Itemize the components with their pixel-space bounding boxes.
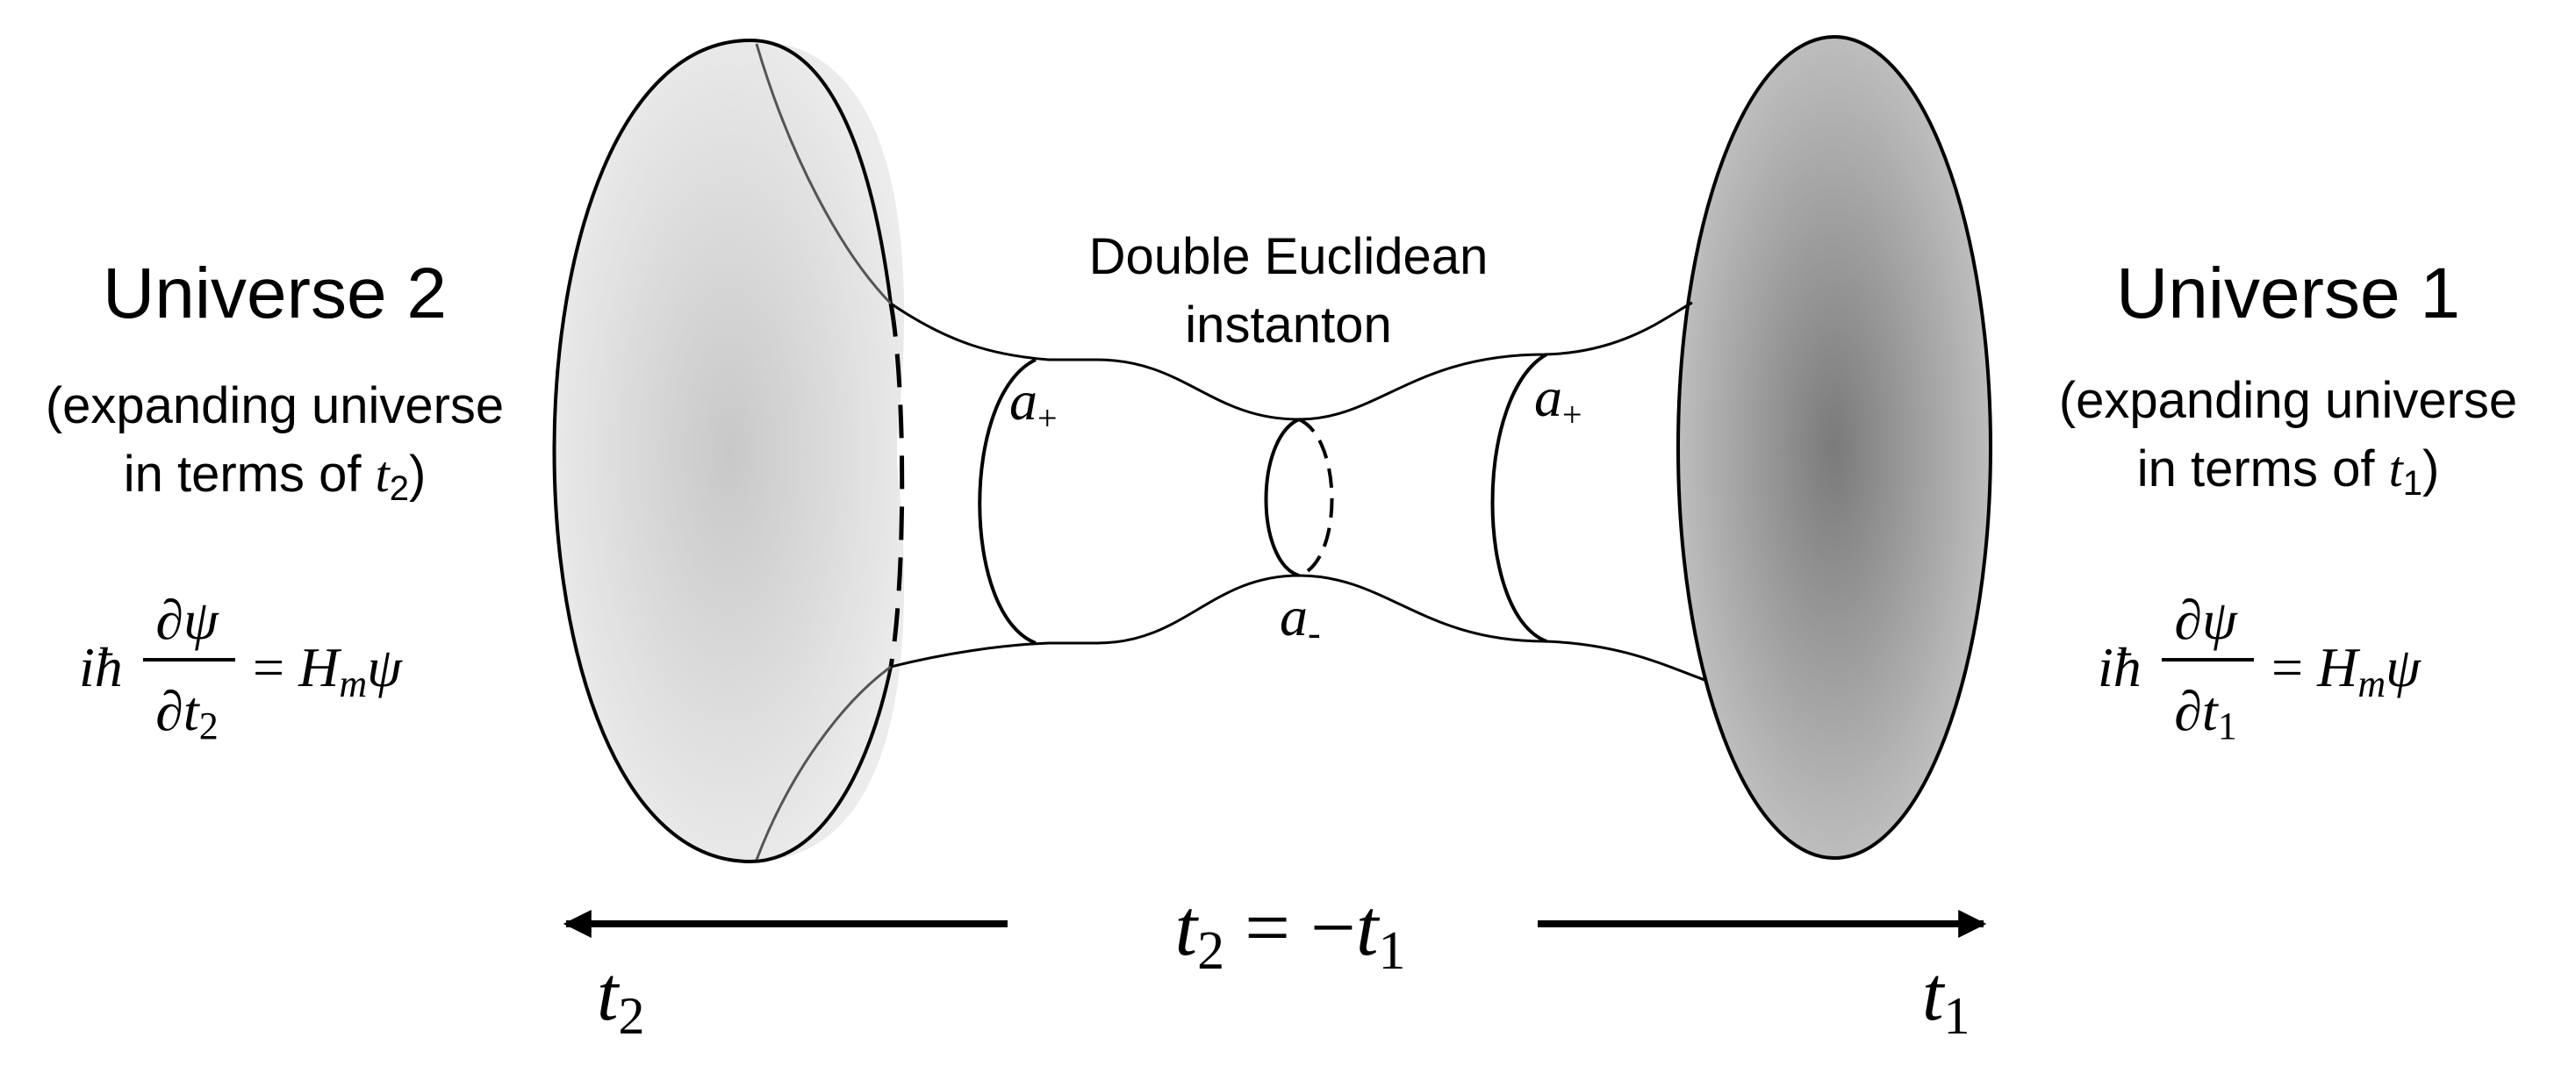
universe-1-equation: iħ ∂ψ ∂t1 = Hmψ xyxy=(2098,589,2422,747)
universe-1-desc-line2: in terms of t1) xyxy=(2137,440,2440,503)
svg-text:= Hmψ: = Hmψ xyxy=(2271,636,2422,705)
universe-1-desc-line1: (expanding universe xyxy=(2059,372,2517,429)
universe-2-equation: iħ ∂ψ ∂t2 = Hmψ xyxy=(79,589,403,747)
universe-1-title: Universe 1 xyxy=(2116,254,2460,333)
t2-axis-label: t2 xyxy=(597,952,644,1045)
a-plus-right-label: a+ xyxy=(1534,366,1582,434)
a-plus-left-label: a+ xyxy=(1009,369,1058,438)
svg-text:∂ψ: ∂ψ xyxy=(155,589,219,651)
universe-2-title: Universe 2 xyxy=(103,254,447,333)
right-universe-disc xyxy=(1676,35,1992,860)
instanton-tube xyxy=(890,301,1708,683)
svg-text:∂t1: ∂t1 xyxy=(2174,680,2236,747)
universe-2-desc-line2: in terms of t2) xyxy=(124,446,427,508)
svg-text:∂t2: ∂t2 xyxy=(155,680,218,747)
svg-text:= Hmψ: = Hmψ xyxy=(253,636,403,705)
instanton-label-line1: Double Euclidean xyxy=(1089,228,1489,285)
a-minus-label: a- xyxy=(1280,585,1321,654)
svg-text:iħ: iħ xyxy=(79,636,123,698)
instanton-label-line2: instanton xyxy=(1185,297,1391,354)
time-relation: t2 = −t1 xyxy=(1175,883,1406,981)
svg-text:iħ: iħ xyxy=(2098,636,2142,698)
t1-axis-label: t1 xyxy=(1922,952,1970,1045)
left-universe-disc xyxy=(552,38,905,864)
svg-text:∂ψ: ∂ψ xyxy=(2174,589,2238,651)
universe-2-desc-line1: (expanding universe xyxy=(46,377,504,434)
